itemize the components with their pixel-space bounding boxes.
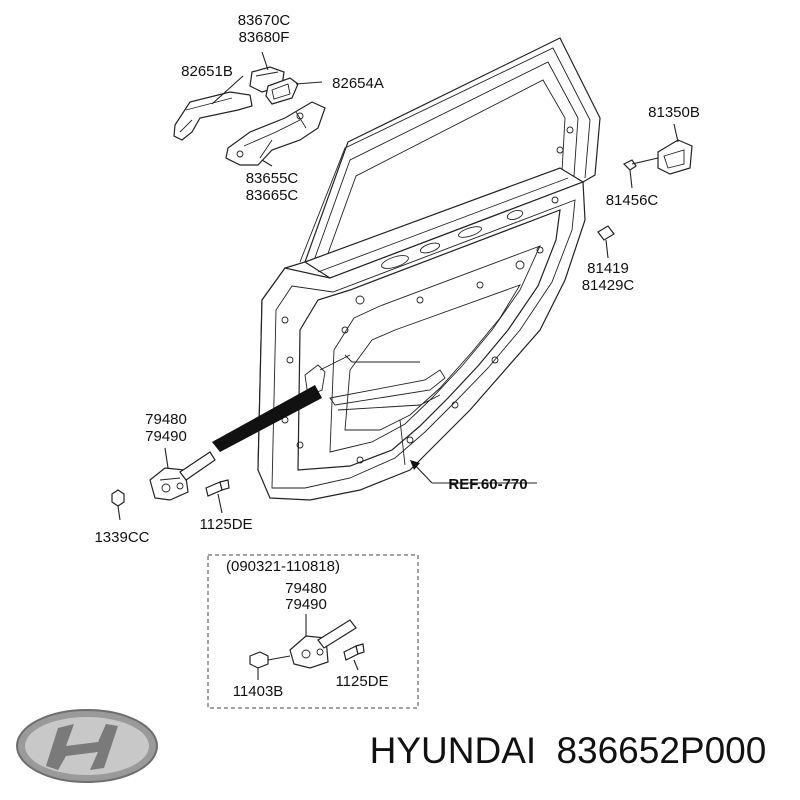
hyundai-logo-icon xyxy=(16,709,158,783)
label-ref-60-770: REF.60-770 xyxy=(448,476,527,493)
label-82651b: 82651B xyxy=(181,63,233,80)
label-81350b: 81350B xyxy=(648,104,700,121)
label-1125de: 1125DE xyxy=(199,516,252,533)
inset-date-range: (090321-110818) xyxy=(226,558,340,575)
outside-handle-group xyxy=(173,66,326,166)
label-81429c: 81429C xyxy=(582,277,635,294)
inset-label-79490: 79490 xyxy=(285,596,327,613)
label-83665c: 83665C xyxy=(246,187,299,204)
inset-label-1125de: 1125DE xyxy=(335,673,388,690)
brand-part-caption: HYUNDAI 836652P000 xyxy=(370,730,767,771)
striker-group xyxy=(597,139,693,241)
label-81456c: 81456C xyxy=(606,192,659,209)
brand-name: HYUNDAI xyxy=(370,730,537,771)
label-82654a: 82654A xyxy=(332,75,384,92)
inset-box: (090321-110818) 79480 79490 11403B 1125D… xyxy=(207,554,419,709)
inset-label-79480: 79480 xyxy=(285,580,327,597)
label-1339cc: 1339CC xyxy=(94,529,149,546)
label-83655c: 83655C xyxy=(246,170,299,187)
door-panel xyxy=(257,37,601,501)
label-81419: 81419 xyxy=(587,260,629,277)
part-number: 836652P000 xyxy=(556,730,766,771)
label-83680f: 83680F xyxy=(239,29,290,46)
label-79490: 79490 xyxy=(145,428,187,445)
door-check-main xyxy=(111,451,230,507)
label-83670c: 83670C xyxy=(238,12,291,29)
label-79480: 79480 xyxy=(145,411,187,428)
inset-label-11403b: 11403B xyxy=(233,683,284,700)
leader-lines xyxy=(117,51,679,521)
door-check-strap xyxy=(212,385,322,452)
part-labels: 83670C 83680F 82651B 82654A 83655C 83665… xyxy=(94,12,699,546)
